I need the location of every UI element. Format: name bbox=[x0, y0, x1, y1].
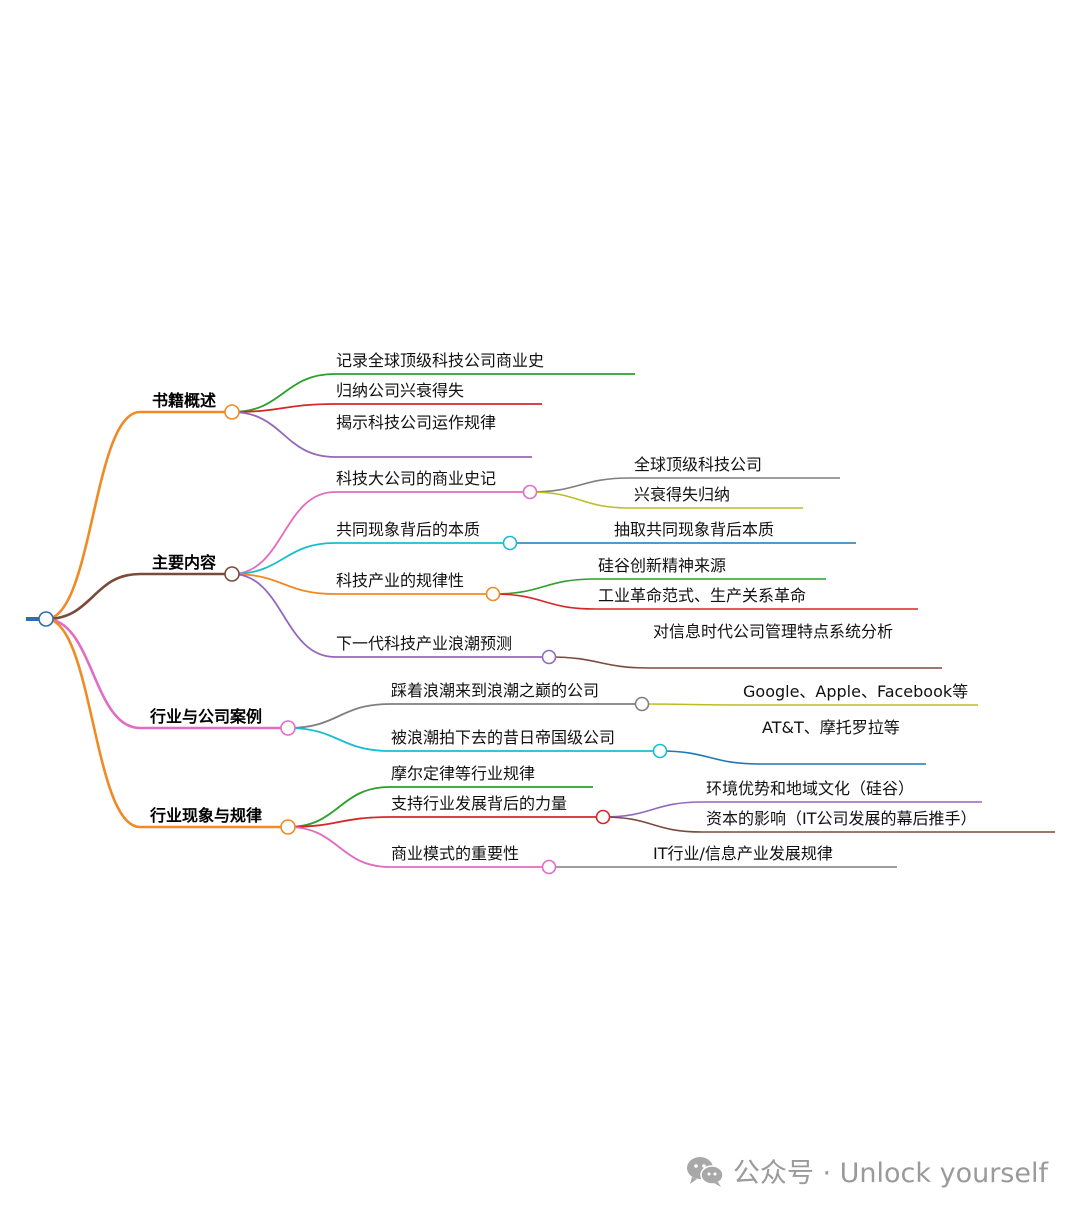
branch-label: 行业与公司案例 bbox=[149, 707, 262, 726]
subtopic-label: 抽取共同现象背后本质 bbox=[614, 520, 774, 539]
connector-2-0 bbox=[287, 703, 391, 729]
connector-3-1-0 bbox=[602, 801, 703, 818]
branch-label: 书籍概述 bbox=[152, 391, 216, 410]
branch-label: 主要内容 bbox=[152, 553, 216, 572]
topic-label: 记录全球顶级科技公司商业史 bbox=[336, 351, 544, 370]
collapse-knob[interactable] bbox=[634, 696, 650, 712]
subtopic-label: 硅谷创新精神来源 bbox=[598, 556, 726, 575]
topic-label: 揭示科技公司运作规律 bbox=[336, 413, 496, 432]
connector-1-0-1 bbox=[529, 491, 631, 509]
connector-root-3 bbox=[45, 617, 141, 829]
topic-label: 归纳公司兴衰得失 bbox=[336, 381, 464, 400]
subtopic-label: 对信息时代公司管理特点系统分析 bbox=[653, 622, 893, 641]
connector-1-2-0 bbox=[492, 578, 596, 595]
topic-label: 踩着浪潮来到浪潮之巅的公司 bbox=[391, 681, 599, 700]
subtopic-label: AT&T、摩托罗拉等 bbox=[762, 718, 900, 737]
collapse-knob[interactable] bbox=[502, 535, 518, 551]
collapse-knob[interactable] bbox=[280, 720, 296, 736]
collapse-knob[interactable] bbox=[541, 649, 557, 665]
topic-label: 商业模式的重要性 bbox=[391, 844, 519, 863]
connector-1-3 bbox=[231, 573, 336, 658]
node-layer bbox=[26, 404, 668, 875]
topic-label: 共同现象背后的本质 bbox=[336, 520, 480, 539]
connector-1-1 bbox=[231, 542, 336, 575]
subtopic-label: 资本的影响（IT公司发展的幕后推手） bbox=[706, 809, 977, 828]
watermark-text: 公众号 · Unlock yourself bbox=[732, 1158, 1048, 1189]
topic-label: 下一代科技产业浪潮预测 bbox=[336, 634, 512, 653]
topic-label: 被浪潮拍下去的昔日帝国级公司 bbox=[391, 728, 615, 747]
connector-0-2 bbox=[231, 411, 336, 458]
collapse-knob[interactable] bbox=[280, 819, 296, 835]
subtopic-label: 环境优势和地域文化（硅谷） bbox=[706, 779, 914, 798]
collapse-knob[interactable] bbox=[224, 566, 240, 582]
subtopic-label: Google、Apple、Facebook等 bbox=[743, 682, 968, 701]
connector-1-2-1 bbox=[492, 593, 596, 610]
connector-1-3-0 bbox=[548, 656, 651, 669]
topic-label: 摩尔定律等行业规律 bbox=[391, 764, 535, 783]
connector-3-2 bbox=[287, 826, 391, 868]
subtopic-label: 兴衰得失归纳 bbox=[634, 485, 730, 504]
connector-2-1 bbox=[287, 727, 391, 752]
collapse-knob[interactable] bbox=[224, 404, 240, 420]
connector-0-0 bbox=[231, 373, 336, 413]
connector-2-0-0 bbox=[641, 703, 741, 706]
topic-label: 科技大公司的商业史记 bbox=[336, 469, 496, 488]
collapse-knob[interactable] bbox=[541, 859, 557, 875]
collapse-knob[interactable] bbox=[485, 586, 501, 602]
connector-root-1 bbox=[45, 572, 141, 621]
connector-3-1-1 bbox=[602, 816, 703, 833]
topic-label: 科技产业的规律性 bbox=[336, 571, 464, 590]
connector-layer bbox=[45, 373, 1055, 868]
connector-3-1 bbox=[287, 816, 391, 828]
collapse-knob[interactable] bbox=[595, 809, 611, 825]
connector-2-1-0 bbox=[659, 750, 761, 765]
connector-3-0 bbox=[287, 786, 391, 828]
connector-1-2 bbox=[231, 573, 336, 595]
subtopic-label: IT行业/信息产业发展规律 bbox=[653, 844, 833, 863]
topic-label: 支持行业发展背后的力量 bbox=[391, 794, 567, 813]
connector-root-0 bbox=[45, 410, 141, 621]
wechat-icon bbox=[686, 1156, 724, 1187]
collapse-knob[interactable] bbox=[652, 743, 668, 759]
root-knob[interactable] bbox=[38, 611, 54, 627]
subtopic-label: 工业革命范式、生产关系革命 bbox=[598, 586, 806, 605]
connector-1-0-0 bbox=[529, 477, 631, 493]
label-layer: 书籍概述记录全球顶级科技公司商业史归纳公司兴衰得失揭示科技公司运作规律主要内容科… bbox=[149, 351, 977, 863]
branch-label: 行业现象与规律 bbox=[149, 806, 262, 825]
connector-0-1 bbox=[231, 403, 336, 413]
connector-1-0 bbox=[231, 491, 336, 575]
subtopic-label: 全球顶级科技公司 bbox=[634, 455, 762, 474]
watermark: 公众号 · Unlock yourself bbox=[685, 1151, 1048, 1190]
connector-root-2 bbox=[45, 617, 141, 730]
collapse-knob[interactable] bbox=[522, 484, 538, 500]
